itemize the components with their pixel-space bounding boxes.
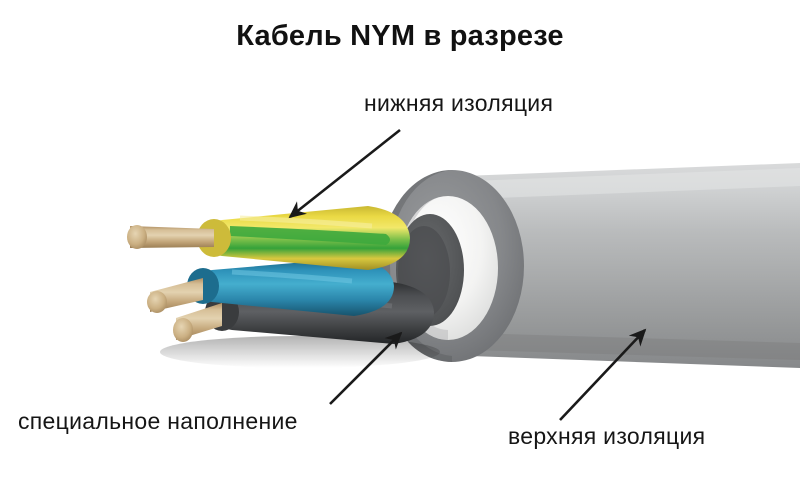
conductor-ground [127, 206, 410, 270]
label-lower-insulation: нижняя изоляция [364, 90, 554, 116]
leader-special-filler [329, 331, 403, 405]
neutral-copper-tip [147, 291, 167, 313]
label-upper-insulation: верхняя изоляция [508, 423, 706, 449]
ground-copper-core [130, 226, 214, 248]
conductor-neutral [147, 258, 394, 316]
outer-sheath [448, 163, 800, 368]
page-title: Кабель NYM в разрезе [236, 20, 564, 52]
leader-upper-insulation [559, 328, 647, 421]
phase-copper-tip [173, 318, 193, 342]
ground-copper-tip [127, 225, 147, 249]
sheath-highlight [470, 168, 800, 199]
leader-lines [288, 128, 647, 421]
ground-green-stripe [230, 226, 390, 245]
bundle-shadow [160, 336, 440, 368]
label-special-filler: специальное наполнение [18, 408, 298, 434]
leader-lower-insulation [288, 128, 401, 219]
